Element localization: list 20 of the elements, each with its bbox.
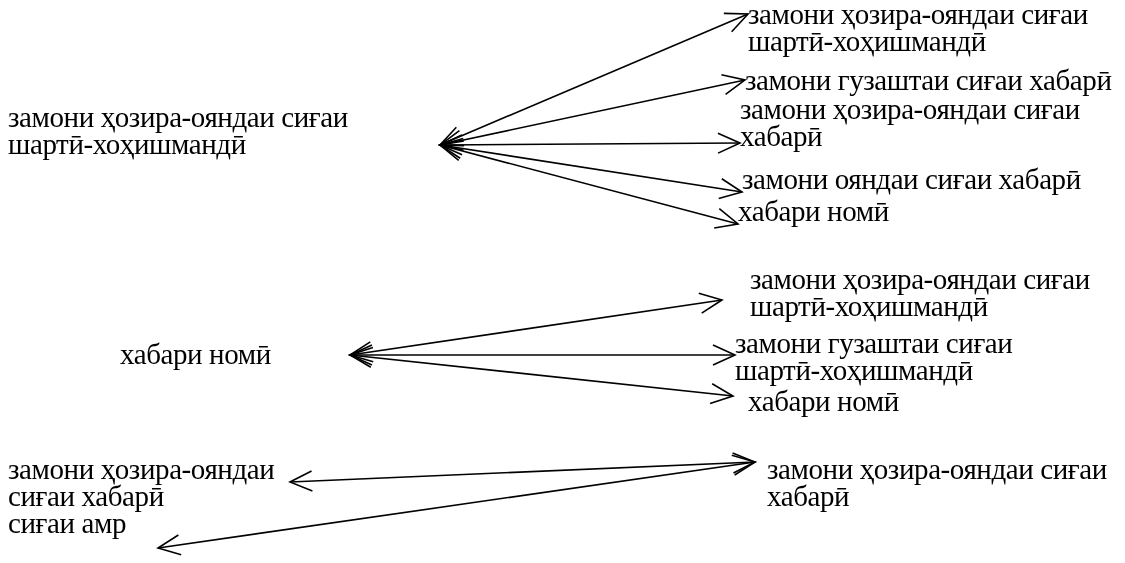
double-arrow xyxy=(349,344,736,366)
term-label: хабари номӣ xyxy=(738,198,890,225)
double-arrow xyxy=(439,12,749,147)
term-label: хабари номӣ xyxy=(120,341,272,368)
double-arrow xyxy=(439,74,746,151)
double-arrow xyxy=(349,292,723,363)
double-arrow xyxy=(349,346,734,405)
term-label: замони ҳозира-ояндаи сиғаи шартӣ-хоҳишмандӣ xyxy=(748,1,1089,55)
term-label: замони ҳозира-ояндаи сиғаи хабарӣ xyxy=(740,96,1080,150)
term-label: хабари номӣ xyxy=(748,388,899,415)
term-label: замони ҳозира-ояндаи сиғаи шартӣ-хоҳишмандӣ xyxy=(8,104,349,158)
double-arrow xyxy=(439,137,743,200)
term-label: замони ояндаи сиғаи хабарӣ xyxy=(742,166,1082,193)
term-label: замони гузаштаи сиғаи хабарӣ xyxy=(745,67,1113,94)
term-label: сиғаи амр xyxy=(8,510,127,541)
double-arrow xyxy=(157,454,756,556)
term-label: замони ҳозира-ояндаи сиғаи шартӣ-хоҳишмандӣ xyxy=(749,266,1091,320)
term-label: замони ҳозира-ояндаи сиғаи хабарӣ xyxy=(766,456,1108,510)
double-arrow xyxy=(439,140,739,229)
double-arrow xyxy=(439,132,741,156)
